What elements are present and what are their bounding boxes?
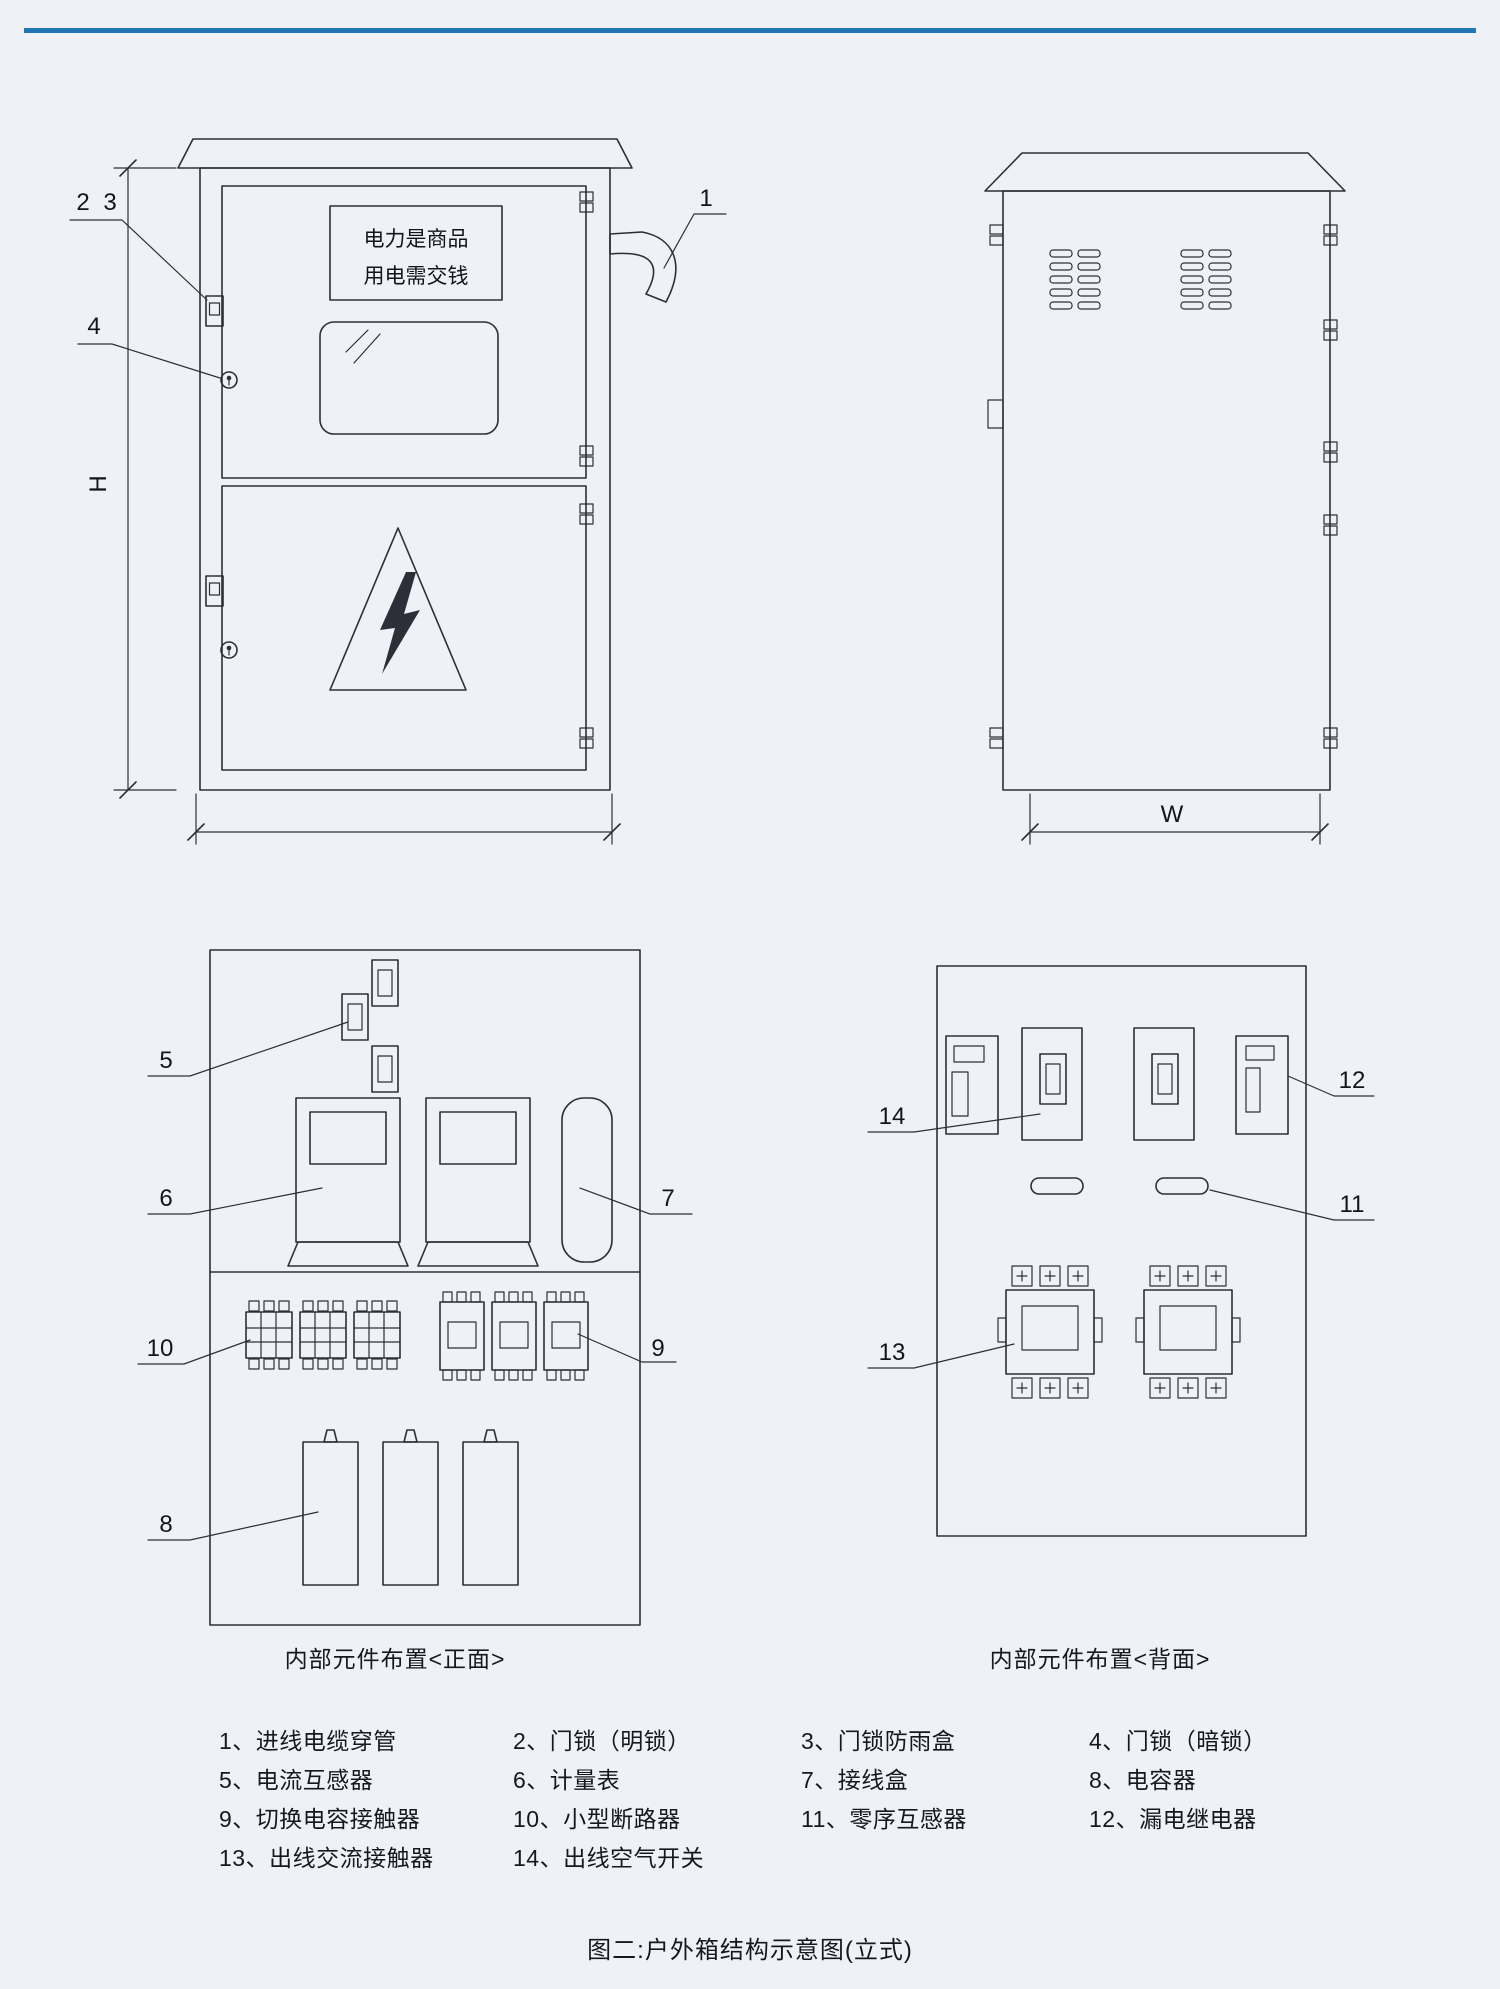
callout-12-label: 12 xyxy=(1339,1067,1366,1094)
lightning-icon xyxy=(380,572,420,674)
legend-item-9: 9、切换电容接触器 xyxy=(219,1806,421,1832)
callout-10-label: 10 xyxy=(147,1335,174,1362)
legend-item-12: 12、漏电继电器 xyxy=(1089,1806,1257,1832)
callout-2-3: 2 3 xyxy=(69,189,208,301)
width-dimension: W xyxy=(1021,793,1329,845)
callout-8: 8 xyxy=(147,1511,319,1541)
mini-circuit-breakers xyxy=(245,1300,401,1370)
meter-window xyxy=(319,321,499,435)
callout-7: 7 xyxy=(579,1185,693,1215)
ventilation-louvers xyxy=(1049,249,1232,310)
back-roof xyxy=(984,152,1346,192)
front-bottom-dimension xyxy=(187,793,621,845)
width-dim-label: W xyxy=(1161,801,1184,828)
callout-1: 1 xyxy=(663,185,727,269)
warning-sign-plate: 电力是商品 用电需交钱 xyxy=(329,205,503,301)
callout-4: 4 xyxy=(77,313,221,379)
current-transformers xyxy=(341,959,399,1093)
callout-13-label: 13 xyxy=(879,1339,906,1366)
legend-item-3: 3、门锁防雨盒 xyxy=(801,1728,956,1754)
legend-item-6: 6、计量表 xyxy=(513,1767,621,1793)
height-dimension: H xyxy=(85,159,177,799)
legend-item-8: 8、电容器 xyxy=(1089,1767,1197,1793)
legend-item-10: 10、小型断路器 xyxy=(513,1806,681,1832)
callout-8-label: 8 xyxy=(159,1511,172,1538)
lower-door-panel xyxy=(221,485,587,771)
legend-item-14: 14、出线空气开关 xyxy=(513,1845,705,1871)
zero-sequence-transformers xyxy=(1030,1177,1209,1195)
legend-item-2: 2、门锁（明锁） xyxy=(513,1728,691,1754)
callout-4-label: 4 xyxy=(87,313,100,340)
legend-item-11: 11、零序互感器 xyxy=(801,1806,967,1832)
energy-meters xyxy=(287,1097,539,1267)
back-layout-frame xyxy=(936,965,1307,1537)
callout-12: 12 xyxy=(1287,1067,1375,1097)
back-cabinet-view: W xyxy=(984,152,1346,845)
callout-10: 10 xyxy=(137,1335,251,1365)
internal-back-layout: 14 12 11 xyxy=(867,965,1375,1537)
front-cabinet-view: 电力是商品 用电需交钱 xyxy=(69,138,727,845)
upper-door-panel xyxy=(221,185,587,479)
callout-3-label: 3 xyxy=(103,189,116,216)
lower-door-lock xyxy=(205,575,224,607)
back-layout-caption: 内部元件布置<背面> xyxy=(989,1646,1211,1672)
callout-6: 6 xyxy=(147,1185,323,1215)
callout-1-label: 1 xyxy=(699,185,712,212)
door-hinges xyxy=(579,191,594,749)
legend-item-4: 4、门锁（暗锁） xyxy=(1089,1728,1267,1754)
cabinet-body xyxy=(199,167,611,791)
upper-door-keyhole xyxy=(220,371,238,389)
back-hinges xyxy=(987,224,1338,749)
callout-6-label: 6 xyxy=(159,1185,172,1212)
junction-box xyxy=(561,1097,613,1263)
capacitors xyxy=(302,1429,519,1586)
outgoing-air-switches xyxy=(945,1027,1195,1141)
callout-7-label: 7 xyxy=(661,1185,674,1212)
callout-9: 9 xyxy=(577,1333,677,1363)
callout-14-label: 14 xyxy=(879,1103,906,1130)
legend-item-13: 13、出线交流接触器 xyxy=(219,1845,434,1871)
callout-14: 14 xyxy=(867,1103,1041,1133)
callout-11-label: 11 xyxy=(1340,1191,1365,1218)
legend-item-1: 1、进线电缆穿管 xyxy=(219,1728,397,1754)
callout-5: 5 xyxy=(147,1021,349,1077)
figure-caption: 图二:户外箱结构示意图(立式) xyxy=(587,1937,913,1964)
cable-conduit xyxy=(609,231,677,303)
callout-2-label: 2 xyxy=(76,189,89,216)
leakage-relay xyxy=(1235,1035,1289,1135)
callout-13: 13 xyxy=(867,1339,1015,1369)
internal-front-layout: 5 6 7 xyxy=(137,949,693,1626)
legend-item-7: 7、接线盒 xyxy=(801,1767,909,1793)
callout-5-label: 5 xyxy=(159,1047,172,1074)
callout-11: 11 xyxy=(1209,1189,1375,1221)
height-dim-label: H xyxy=(85,475,112,492)
legend: 1、进线电缆穿管 2、门锁（明锁） 3、门锁防雨盒 4、门锁（暗锁） 5、电流互… xyxy=(219,1722,1389,1878)
top-accent-line xyxy=(24,28,1476,33)
sign-text-line1: 电力是商品 xyxy=(364,228,469,251)
sign-text-line2: 用电需交钱 xyxy=(364,265,469,288)
lower-door-keyhole xyxy=(220,641,238,659)
callout-9-label: 9 xyxy=(651,1335,664,1362)
capacitor-contactors xyxy=(439,1291,589,1381)
back-body xyxy=(1002,190,1331,791)
ac-contactors xyxy=(997,1265,1241,1399)
upper-door-lock xyxy=(205,295,224,327)
legend-item-5: 5、电流互感器 xyxy=(219,1767,374,1793)
front-layout-caption: 内部元件布置<正面> xyxy=(284,1646,506,1672)
front-layout-frame xyxy=(209,949,641,1626)
warning-triangle-icon xyxy=(329,527,467,691)
cabinet-roof xyxy=(177,138,633,169)
